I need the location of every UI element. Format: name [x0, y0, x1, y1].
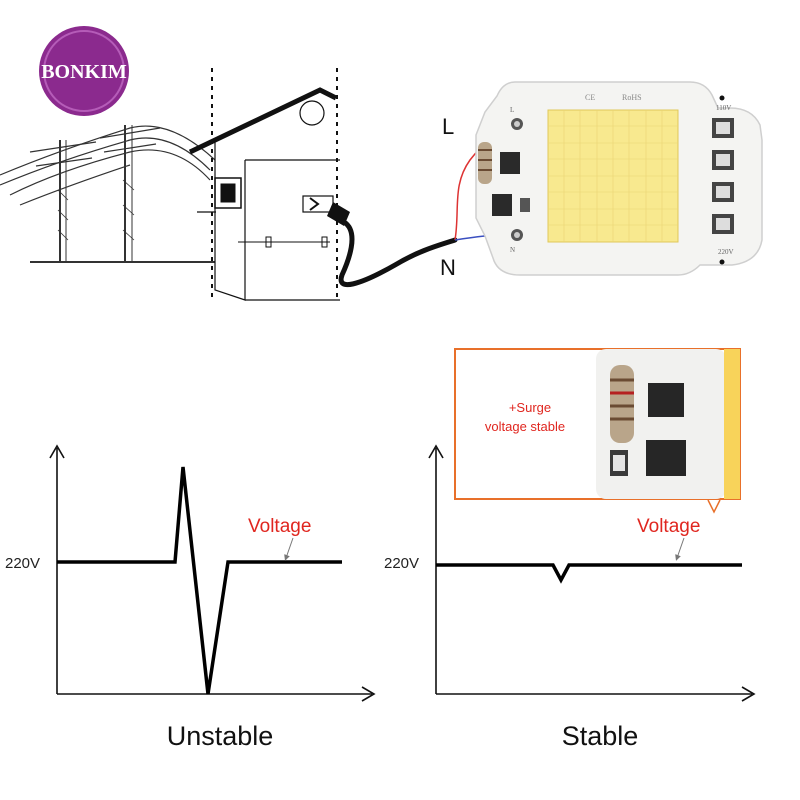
- chart-stable-axes: [428, 444, 756, 702]
- v110-mark: 110V: [716, 104, 731, 112]
- v220-mark: 220V: [718, 248, 734, 256]
- chart-unstable-axes: [49, 444, 376, 702]
- chart-stable-pointer: [675, 537, 685, 561]
- led-grid: [548, 110, 678, 242]
- chart-unstable-y-tick: 220V: [5, 555, 40, 572]
- chart-unstable-wave: [57, 466, 342, 695]
- chart-unstable: 220V Voltage Unstable: [5, 444, 376, 751]
- chip-1: [500, 152, 520, 174]
- chart-stable: 220V Voltage Stable: [384, 444, 756, 751]
- chip-2: [492, 194, 512, 216]
- power-plug: [327, 202, 458, 288]
- chart-stable-wave: [436, 563, 742, 584]
- chart-unstable-caption: Unstable: [167, 721, 274, 751]
- terminal-n-mark: N: [510, 246, 515, 254]
- terminal-l-mark: L: [510, 106, 514, 114]
- rohs-mark: RoHS: [622, 93, 642, 102]
- ce-mark: CE: [585, 93, 595, 102]
- chart-stable-caption: Stable: [562, 721, 639, 751]
- inset-text-line1: +Surge: [509, 400, 551, 415]
- chart-unstable-pointer: [284, 537, 294, 561]
- logo-text: BONKIM: [41, 61, 127, 83]
- chart-unstable-series-label: Voltage: [248, 516, 311, 537]
- inset-text-line2: voltage stable: [485, 419, 565, 434]
- house-illustration: [188, 68, 340, 301]
- neutral-label: N: [440, 255, 456, 280]
- bonkim-logo: BONKIM: [39, 26, 129, 116]
- surge-inset: +Surge voltage stable: [454, 348, 741, 514]
- live-label: L: [442, 114, 454, 139]
- chart-stable-y-tick: 220V: [384, 555, 419, 572]
- power-poles-illustration: [0, 125, 216, 263]
- varistor: [478, 142, 492, 184]
- chart-stable-series-label: Voltage: [637, 516, 700, 537]
- led-cob-board: CE RoHS 110V 220V L N: [475, 81, 763, 276]
